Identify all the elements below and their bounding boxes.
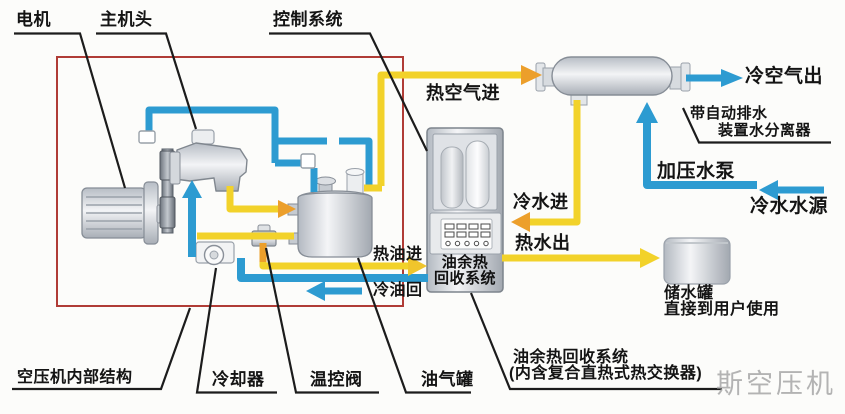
label-recovery-line2: (内含复合直热式热交换器) bbox=[509, 365, 703, 382]
pipe-clip bbox=[138, 130, 156, 144]
label-control-system: 控制系统 bbox=[273, 10, 343, 29]
coolant-branch-pipe bbox=[275, 137, 373, 186]
label-temp-valve: 温控阀 bbox=[310, 370, 363, 389]
leader-compressor-internal bbox=[12, 307, 192, 391]
cold-oil-return-arrowhead bbox=[306, 281, 325, 301]
leader-recovery-system bbox=[469, 292, 722, 391]
pipe-clip bbox=[300, 153, 316, 169]
pump-pipe bbox=[643, 118, 757, 189]
label-hot-oil-in: 热油进 bbox=[373, 246, 423, 263]
hot-air-pipe bbox=[377, 71, 523, 186]
oil-discharge-pipe bbox=[226, 186, 278, 213]
label-recovery-line1: 油余热回收系统 bbox=[513, 349, 629, 366]
cold-water-source-arrowhead bbox=[759, 180, 778, 200]
leader-cooler bbox=[195, 267, 277, 394]
label-storage-tank-note: 直接到用户使用 bbox=[664, 301, 780, 318]
cold-water-drop-pipe bbox=[528, 100, 581, 226]
label-compressor-internal: 空压机内部结构 bbox=[17, 369, 133, 386]
label-cold-water-in: 冷水进 bbox=[513, 192, 569, 212]
label-pressure-pump: 加压水泵 bbox=[657, 161, 736, 182]
label-hot-water-out: 热水出 bbox=[515, 233, 571, 253]
label-storage-tank: 储水罐 bbox=[664, 285, 714, 302]
hot-oil-in-arrowhead bbox=[408, 256, 427, 276]
cabinet-name-line2: 回收系统 bbox=[433, 270, 496, 287]
cabinet-name: 油余热 回收系统 bbox=[427, 255, 503, 287]
leader-oil-gas-tank bbox=[356, 257, 471, 394]
leader-water-separator bbox=[682, 107, 831, 144]
label-separator-line1: 带自动排水 bbox=[690, 105, 768, 122]
cold-water-in-arrowhead bbox=[511, 212, 530, 232]
label-cold-oil-return: 冷油回 bbox=[373, 282, 423, 299]
storage-tank bbox=[663, 237, 731, 285]
cooler bbox=[195, 241, 235, 266]
leader-temp-valve bbox=[264, 247, 379, 394]
recovery-cabinet bbox=[426, 127, 504, 293]
oil-suction-arrowhead bbox=[182, 180, 202, 198]
label-main-head: 主机头 bbox=[100, 10, 153, 29]
main-head bbox=[169, 129, 248, 192]
cold-air-out-arrowhead bbox=[721, 69, 743, 87]
label-separator-line2: 装置水分离器 bbox=[718, 122, 812, 139]
leader-motor bbox=[14, 32, 127, 189]
label-cold-air-out: 冷空气出 bbox=[745, 66, 824, 87]
pump-up-arrowhead bbox=[636, 102, 658, 123]
motor bbox=[81, 181, 169, 245]
hot-air-arrowhead bbox=[521, 65, 542, 85]
water-separator bbox=[535, 56, 691, 106]
label-oil-gas-tank: 油气罐 bbox=[421, 370, 474, 389]
leader-control-system bbox=[269, 32, 428, 152]
coolant-loop-pipe bbox=[145, 106, 279, 163]
oil-discharge-arrowhead bbox=[278, 200, 296, 218]
oil-gas-tank bbox=[287, 168, 373, 258]
label-hot-air-in: 热空气进 bbox=[426, 83, 500, 103]
control-panel-buttons bbox=[444, 223, 491, 247]
label-motor: 电机 bbox=[16, 10, 51, 29]
hot-water-out-arrowhead bbox=[640, 248, 660, 268]
compressor-boundary-box bbox=[56, 56, 404, 307]
watermark-text: 斯空压机 bbox=[716, 369, 836, 399]
leader-main-head bbox=[96, 32, 198, 130]
label-cold-water-source: 冷水水源 bbox=[750, 196, 829, 217]
label-cooler: 冷却器 bbox=[212, 370, 265, 389]
cabinet-name-line1: 油余热 bbox=[441, 254, 489, 271]
